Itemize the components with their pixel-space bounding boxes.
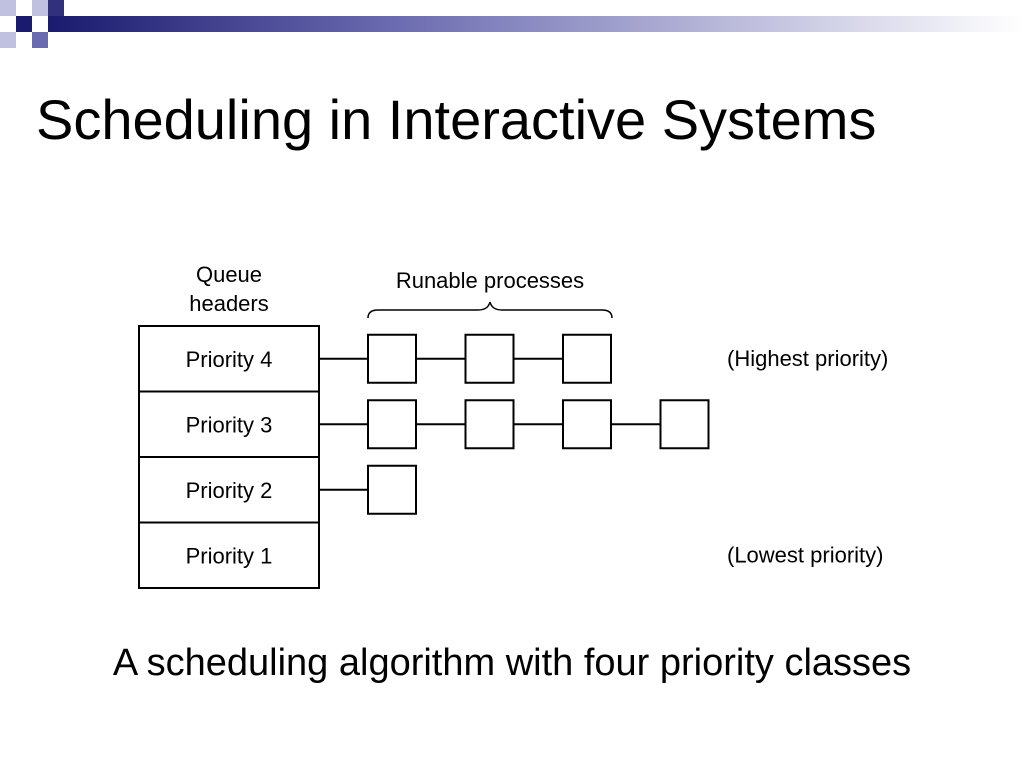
- process-box: [367, 464, 417, 515]
- queue-header-label: Priority 2: [186, 478, 273, 503]
- process-box: [464, 399, 515, 450]
- queue-header-box: [138, 456, 320, 524]
- slide-title: Scheduling in Interactive Systems: [36, 88, 877, 151]
- priority-note: (Highest priority): [727, 346, 888, 371]
- queue-header-label: Priority 1: [186, 543, 273, 568]
- queue-header-box: [138, 521, 320, 589]
- slide-caption: A scheduling algorithm with four priorit…: [112, 642, 912, 684]
- runable-processes-label: Runable processes: [396, 268, 584, 293]
- process-box: [367, 399, 417, 450]
- brace-icon: [367, 301, 613, 319]
- corner-decoration: [0, 0, 1024, 48]
- process-box: [367, 333, 417, 384]
- title-gradient-bar: [48, 16, 1024, 32]
- queue-header-label: Priority 3: [186, 412, 273, 437]
- process-box: [562, 399, 612, 450]
- queue-header-label: Priority 4: [186, 347, 273, 372]
- process-box: [659, 399, 710, 450]
- queue-headers-label: Queue: [196, 262, 262, 287]
- priority-note: (Lowest priority): [727, 542, 883, 567]
- process-box: [464, 333, 515, 384]
- process-box: [562, 333, 612, 384]
- queue-headers-label: headers: [189, 291, 269, 316]
